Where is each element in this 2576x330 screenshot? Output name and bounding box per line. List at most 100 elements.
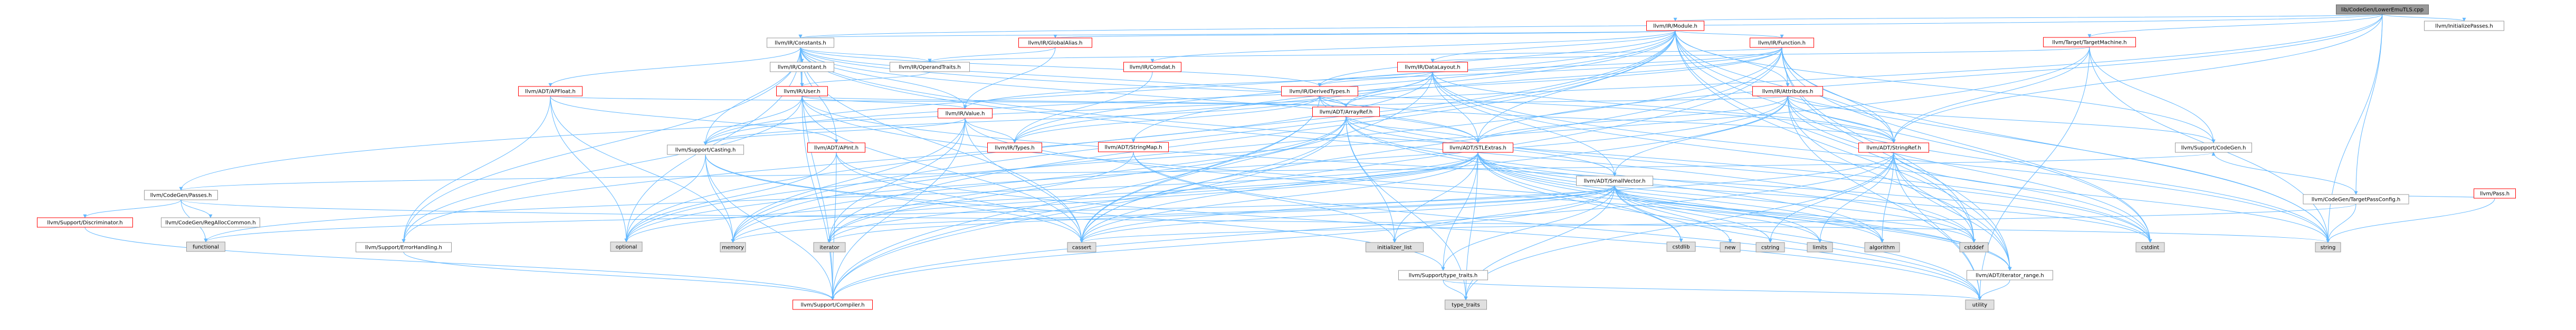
include-edge-irFunction-to-operandTraits bbox=[928, 47, 1782, 63]
include-edge-dataLayout-to-errorHandling bbox=[402, 71, 1433, 243]
include-node-compiler[interactable]: llvm/Support/Compiler.h bbox=[793, 299, 873, 310]
include-node-operandTraits[interactable]: llvm/IR/OperandTraits.h bbox=[890, 62, 970, 72]
include-edge-stringRef-to-cassert bbox=[1080, 152, 1894, 243]
include-node-apfloat[interactable]: llvm/ADT/APFloat.h bbox=[518, 86, 583, 96]
include-edge-smallVector-to-cstring bbox=[1614, 185, 1772, 243]
node-label: llvm/IR/Attributes.h bbox=[1762, 89, 1814, 95]
include-node-irTypes[interactable]: llvm/IR/Types.h bbox=[987, 142, 1042, 153]
node-box bbox=[1366, 242, 1424, 253]
include-edge-irModule-to-globalAlias bbox=[1054, 30, 1676, 38]
include-edge-attributes-to-arrayRef bbox=[1344, 95, 1788, 108]
node-label: llvm/ADT/StringRef.h bbox=[1866, 145, 1921, 151]
include-node-smallVector[interactable]: llvm/ADT/SmallVector.h bbox=[1576, 176, 1653, 186]
include-edge-smallVector-to-iterator bbox=[827, 185, 1615, 243]
include-node-irUser[interactable]: llvm/IR/User.h bbox=[776, 86, 828, 96]
include-edge-arrayRef-to-cstddef bbox=[1346, 116, 1976, 243]
node-box bbox=[813, 242, 846, 253]
include-node-comdat[interactable]: llvm/IR/Comdat.h bbox=[1123, 62, 1181, 72]
include-node-irConstants[interactable]: llvm/IR/Constants.h bbox=[767, 37, 834, 48]
include-edge-typeTraitsH-to-typeTraits bbox=[1443, 279, 1468, 300]
include-node-globalAlias[interactable]: llvm/IR/GlobalAlias.h bbox=[1018, 37, 1092, 48]
include-edge-apfloat-to-arrayRef bbox=[550, 95, 1348, 108]
include-edge-irModule-to-stlExtras bbox=[1476, 30, 1676, 143]
include-node-regAlloc[interactable]: llvm/CodeGen/RegAllocCommon.h bbox=[161, 217, 260, 228]
include-edge-arrayRef-to-typeTraits bbox=[1346, 116, 1468, 300]
include-edge-root-to-irModule bbox=[1674, 14, 2383, 22]
node-label: llvm/ADT/iterator_range.h bbox=[1976, 273, 2044, 279]
include-node-dataLayout[interactable]: llvm/IR/DataLayout.h bbox=[1397, 62, 1468, 72]
include-node-irFunction[interactable]: llvm/IR/Function.h bbox=[1750, 37, 1814, 48]
include-node-iterRange[interactable]: llvm/ADT/iterator_range.h bbox=[1967, 270, 2053, 280]
node-label: llvm/IR/GlobalAlias.h bbox=[1028, 41, 1082, 46]
include-edge-cgPasses-to-supportCodeGen bbox=[180, 152, 2215, 191]
node-label: new bbox=[1725, 245, 1736, 251]
node-box bbox=[186, 241, 225, 252]
include-node-stringMap[interactable]: llvm/ADT/StringMap.h bbox=[1098, 142, 1169, 152]
include-edge-irModule-to-irConstants bbox=[799, 30, 1676, 38]
include-edge-irConstants-to-stlExtras bbox=[800, 47, 1480, 143]
include-node-irConstant[interactable]: llvm/IR/Constant.h bbox=[770, 62, 834, 72]
node-box bbox=[770, 62, 834, 72]
include-edge-attributes-to-supportCodeGen bbox=[1787, 95, 2216, 143]
include-edge-irFunction-to-casting bbox=[703, 47, 1782, 145]
include-node-arrayRef[interactable]: llvm/ADT/ArrayRef.h bbox=[1312, 106, 1380, 117]
node-label: limits bbox=[1812, 245, 1827, 251]
include-node-apint[interactable]: llvm/ADT/APInt.h bbox=[807, 142, 865, 153]
include-edge-arrayRef-to-memory bbox=[731, 116, 1347, 243]
include-edge-casting-to-optional bbox=[624, 154, 706, 242]
include-node-irModule[interactable]: llvm/IR/Module.h bbox=[1646, 21, 1704, 31]
include-node-cgTPC[interactable]: llvm/CodeGen/TargetPassConfig.h bbox=[2303, 194, 2409, 205]
node-label: cstring bbox=[1761, 245, 1779, 251]
include-node-irValue[interactable]: llvm/IR/Value.h bbox=[938, 108, 993, 119]
include-edge-root-to-stringRef bbox=[1892, 14, 2383, 143]
node-box bbox=[1398, 270, 1488, 280]
include-edge-dataLayout-to-derivedTypes bbox=[1318, 71, 1433, 87]
include-edge-attributes-to-string bbox=[1787, 95, 2330, 243]
include-node-derivedTypes[interactable]: llvm/IR/DerivedTypes.h bbox=[1281, 86, 1358, 96]
include-edge-cgPasses-to-string bbox=[180, 199, 2330, 243]
include-node-stlExtras[interactable]: llvm/ADT/STLExtras.h bbox=[1443, 142, 1513, 153]
node-label: algorithm bbox=[1869, 245, 1895, 251]
include-node-cgPasses[interactable]: llvm/CodeGen/Passes.h bbox=[144, 190, 218, 200]
node-box bbox=[1576, 176, 1653, 186]
node-label: llvm/IR/Module.h bbox=[1653, 24, 1697, 30]
include-node-discriminator[interactable]: llvm/Support/Discriminator.h bbox=[37, 217, 133, 228]
node-label: cstdint bbox=[2141, 245, 2159, 251]
include-edge-iterRange-to-utility bbox=[1978, 279, 2010, 300]
node-box bbox=[720, 242, 746, 253]
include-edge-stringRef-to-algorithm bbox=[1880, 152, 1894, 243]
include-node-attributes[interactable]: llvm/IR/Attributes.h bbox=[1752, 86, 1823, 96]
include-edge-cgPasses-to-regAlloc bbox=[180, 199, 213, 218]
include-node-limits: limits bbox=[1807, 242, 1833, 253]
include-edge-irModule-to-iterRange bbox=[1675, 30, 2012, 271]
include-edge-typeTraitsH-to-utility bbox=[1443, 279, 1982, 300]
node-label: llvm/Pass.h bbox=[2480, 191, 2510, 197]
include-edge-globalAlias-to-operandTraits bbox=[928, 47, 1056, 63]
include-node-cstdint: cstdint bbox=[2135, 242, 2165, 253]
include-edge-irValue-to-cassert bbox=[965, 118, 1084, 243]
include-edge-root-to-string bbox=[2326, 14, 2383, 243]
node-box bbox=[2336, 4, 2429, 15]
include-node-pass[interactable]: llvm/Pass.h bbox=[2474, 188, 2516, 199]
include-node-supportCodeGen[interactable]: llvm/Support/CodeGen.h bbox=[2175, 142, 2252, 153]
include-node-typeTraitsH[interactable]: llvm/Support/type_traits.h bbox=[1398, 270, 1488, 280]
node-label: llvm/ADT/STLExtras.h bbox=[1449, 145, 1506, 151]
node-label: llvm/ADT/SmallVector.h bbox=[1584, 179, 1646, 185]
include-edge-irModule-to-dataLayout bbox=[1430, 30, 1676, 63]
include-node-cstddef: cstddef bbox=[1959, 242, 1989, 253]
include-node-memory: memory bbox=[720, 242, 746, 253]
include-edge-irModule-to-irFunction bbox=[1675, 30, 1784, 38]
include-node-initPasses[interactable]: llvm/InitializePasses.h bbox=[2424, 21, 2504, 31]
include-node-errorHandling[interactable]: llvm/Support/ErrorHandling.h bbox=[356, 242, 452, 253]
include-edge-cgTPC-to-cassert bbox=[1080, 203, 2356, 243]
include-edge-irModule-to-cstddef bbox=[1675, 30, 1976, 243]
include-node-casting[interactable]: llvm/Support/Casting.h bbox=[667, 144, 744, 155]
include-edge-irValue-to-compiler bbox=[831, 118, 966, 300]
include-edge-cgTPC-to-string bbox=[2326, 203, 2356, 243]
node-label: llvm/IR/Types.h bbox=[995, 145, 1035, 151]
include-edge-stlExtras-to-cassert bbox=[1080, 152, 1478, 243]
include-edge-apint-to-compiler bbox=[831, 152, 837, 300]
include-node-stringRef[interactable]: llvm/ADT/StringRef.h bbox=[1858, 142, 1929, 153]
include-node-targetMachine[interactable]: llvm/Target/TargetMachine.h bbox=[2043, 37, 2136, 47]
